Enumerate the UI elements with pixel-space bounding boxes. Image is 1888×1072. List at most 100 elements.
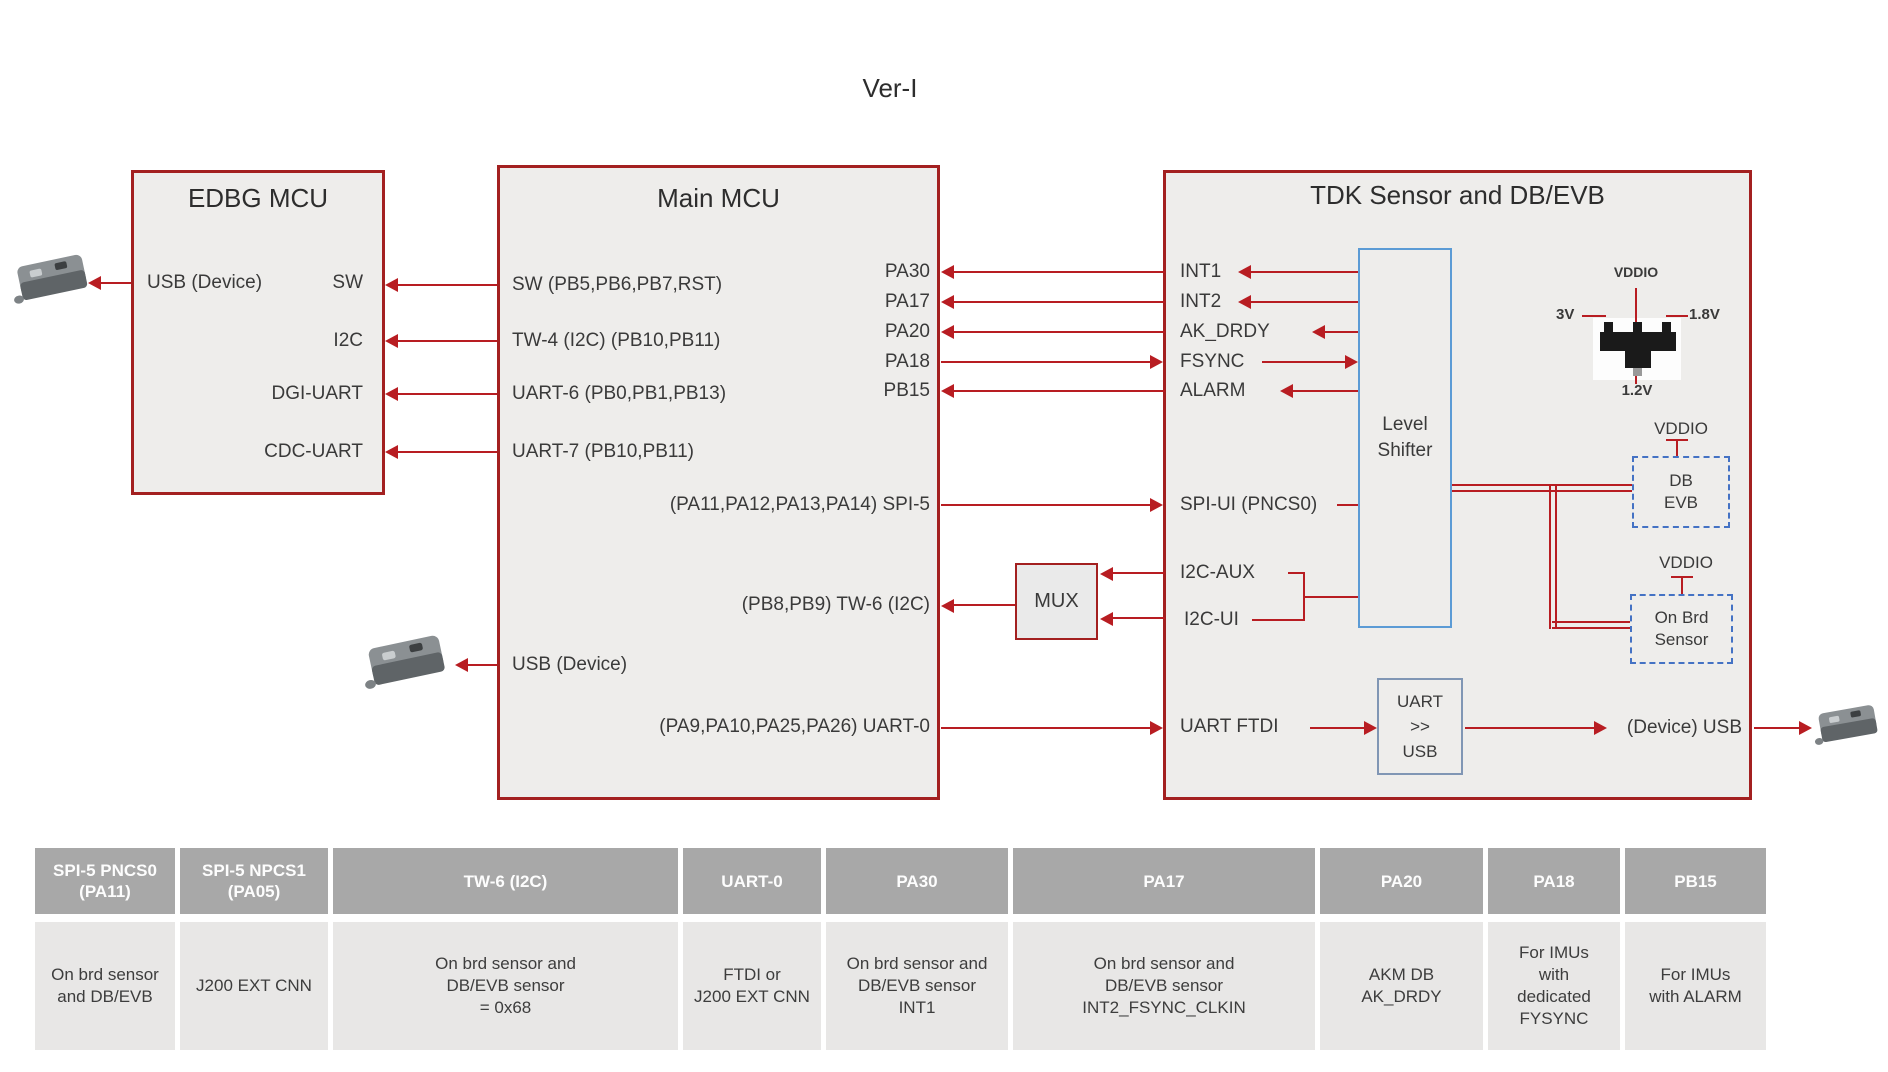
- switch-post-right: [1662, 322, 1671, 333]
- tdk-alarm-signal: ALARM: [1180, 380, 1246, 401]
- tdk-i2c-ui-signal: I2C-UI: [1184, 609, 1239, 630]
- table-column: SPI-5 NPCS1 (PA05) J200 EXT CNN: [180, 848, 328, 1050]
- table-body-cell: On brd sensor and DB/EVB sensor = 0x68: [333, 922, 678, 1050]
- arrowhead: [385, 445, 398, 459]
- connection-line: [1251, 301, 1358, 303]
- tdk-title: TDK Sensor and DB/EVB: [1310, 180, 1605, 210]
- switch-post-mid: [1633, 322, 1642, 333]
- connection-line: [1293, 390, 1358, 392]
- edbg-mcu-box: [131, 170, 385, 495]
- arrowhead: [941, 599, 954, 613]
- main-spi5-port: (PA11,PA12,PA13,PA14) SPI-5: [669, 494, 930, 515]
- edbg-cdc-uart-port: CDC-UART: [264, 441, 363, 462]
- table-header-cell: PA18: [1488, 848, 1620, 914]
- table-body-cell: On brd sensor and DB/EVB: [35, 922, 175, 1050]
- connection-line: [1337, 504, 1358, 506]
- arrowhead: [88, 276, 101, 290]
- table-column: PA17 On brd sensor and DB/EVB sensor INT…: [1013, 848, 1315, 1050]
- arrowhead: [1345, 355, 1358, 369]
- arrowhead: [941, 295, 954, 309]
- switch-post-left: [1604, 322, 1613, 333]
- usb-connector-image: [358, 626, 458, 703]
- voltage-1v2-label: 1.2V: [1621, 382, 1653, 399]
- table-body-cell: For IMUs with dedicated FYSYNC: [1488, 922, 1620, 1050]
- tdk-int1-signal: INT1: [1180, 261, 1222, 282]
- arrowhead: [1312, 325, 1325, 339]
- connection-line: [954, 331, 1165, 333]
- main-uart0-port: (PA9,PA10,PA25,PA26) UART-0: [659, 716, 930, 737]
- connection-line: [395, 284, 497, 286]
- bus-double-line: [1549, 484, 1557, 629]
- arrowhead: [1150, 355, 1163, 369]
- connection-line: [395, 340, 497, 342]
- table-column: TW-6 (I2C) On brd sensor and DB/EVB sens…: [333, 848, 678, 1050]
- usb-connector-image: [1810, 690, 1888, 765]
- tdk-akdrdy-signal: AK_DRDY: [1180, 321, 1270, 342]
- arrowhead: [941, 265, 954, 279]
- table-column: UART-0 FTDI or J200 EXT CNN: [683, 848, 821, 1050]
- arrowhead: [1799, 721, 1812, 735]
- connection-line: [1754, 727, 1800, 729]
- table-header-cell: SPI-5 PNCS0 (PA11): [35, 848, 175, 914]
- uart-usb-bridge-box: UART >> USB: [1377, 678, 1463, 775]
- arrowhead: [1594, 721, 1607, 735]
- db-evb-vddio-label: VDDIO: [1654, 419, 1708, 438]
- db-evb-box: DB EVB: [1632, 456, 1730, 528]
- vddio-wire: [1635, 288, 1637, 322]
- main-mcu-box: [497, 165, 940, 800]
- table-body-cell: For IMUs with ALARM: [1625, 922, 1766, 1050]
- tdk-i2c-aux-signal: I2C-AUX: [1180, 562, 1255, 583]
- arrowhead: [1100, 612, 1113, 626]
- v18-wire: [1666, 315, 1688, 317]
- mux-box: MUX: [1015, 563, 1098, 640]
- main-pin-pa18: PA18: [884, 351, 930, 372]
- table-column: PA18 For IMUs with dedicated FYSYNC: [1488, 848, 1620, 1050]
- connection-line: [954, 301, 1165, 303]
- voltage-3v-label: 3V: [1556, 306, 1575, 323]
- usb-connector-image: [6, 246, 101, 317]
- arrowhead: [941, 325, 954, 339]
- main-tw4-port: TW-4 (I2C) (PB10,PB11): [512, 330, 721, 351]
- main-usb-device-label: USB (Device): [512, 654, 628, 675]
- connection-line: [1288, 572, 1305, 574]
- tdk-device-usb-label: (Device) USB: [1626, 717, 1742, 738]
- connection-line: [1310, 727, 1365, 729]
- table-column: PA20 AKM DB AK_DRDY: [1320, 848, 1483, 1050]
- table-header-cell: TW-6 (I2C): [333, 848, 678, 914]
- table-body-cell: AKM DB AK_DRDY: [1320, 922, 1483, 1050]
- table-body-cell: On brd sensor and DB/EVB sensor INT2_FSY…: [1013, 922, 1315, 1050]
- arrowhead: [1364, 721, 1377, 735]
- main-tw6-port: (PB8,PB9) TW-6 (I2C): [741, 594, 930, 615]
- main-uart6-port: UART-6 (PB0,PB1,PB13): [512, 383, 727, 404]
- table-header-cell: UART-0: [683, 848, 821, 914]
- tdk-uart-ftdi-signal: UART FTDI: [1180, 716, 1279, 737]
- tdk-int2-signal: INT2: [1180, 291, 1222, 312]
- arrowhead: [385, 334, 398, 348]
- connection-line: [1305, 596, 1358, 598]
- arrowhead: [1100, 567, 1113, 581]
- edbg-mcu-title: EDBG MCU: [187, 183, 329, 213]
- arrowhead: [385, 387, 398, 401]
- diagram-title: Ver-I: [862, 73, 918, 103]
- edbg-usb-device-label: USB (Device): [147, 272, 263, 293]
- table-body-cell: On brd sensor and DB/EVB sensor INT1: [826, 922, 1008, 1050]
- table-column: PA30 On brd sensor and DB/EVB sensor INT…: [826, 848, 1008, 1050]
- arrowhead: [385, 278, 398, 292]
- arrowhead: [1238, 265, 1251, 279]
- switch-body: [1600, 332, 1676, 351]
- connection-line: [941, 727, 1151, 729]
- main-pin-pa30: PA30: [884, 261, 930, 282]
- connection-line: [1113, 617, 1165, 619]
- level-shifter-box: Level Shifter: [1358, 248, 1452, 628]
- arrowhead: [1280, 384, 1293, 398]
- connection-line: [941, 504, 1151, 506]
- pin-mapping-table: SPI-5 PNCS0 (PA11) On brd sensor and DB/…: [35, 848, 1766, 1050]
- connection-line: [100, 282, 131, 284]
- table-body-cell: FTDI or J200 EXT CNN: [683, 922, 821, 1050]
- main-mcu-title: Main MCU: [657, 183, 780, 213]
- arrowhead: [455, 658, 468, 672]
- connection-line: [1465, 727, 1595, 729]
- connection-line: [1252, 619, 1305, 621]
- table-header-cell: PB15: [1625, 848, 1766, 914]
